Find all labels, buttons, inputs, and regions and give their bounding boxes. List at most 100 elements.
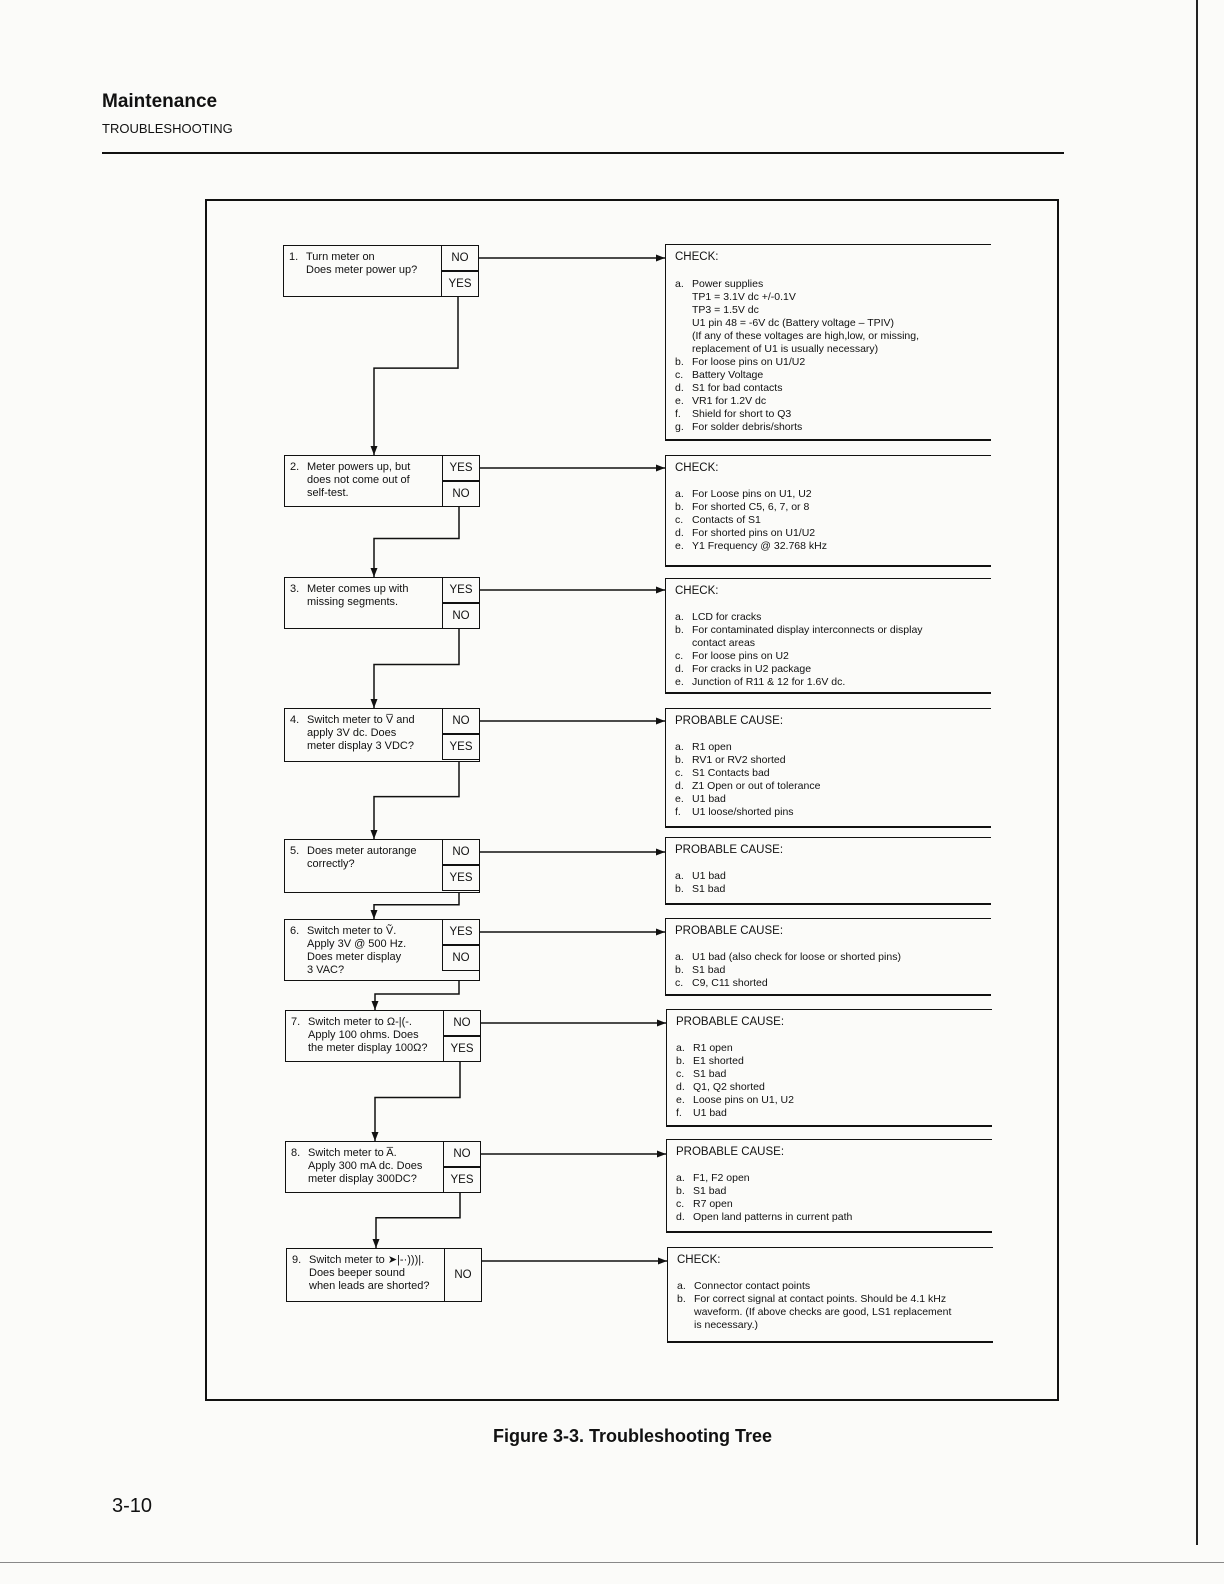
check-item: e.U1 bad xyxy=(675,793,820,806)
answer-no: NO xyxy=(443,1010,481,1036)
item-letter: f. xyxy=(675,806,681,818)
item-text: U1 bad xyxy=(692,793,726,805)
check-item: d.For cracks in U2 package xyxy=(675,663,923,676)
item-letter: a. xyxy=(675,870,684,882)
item-letter: b. xyxy=(675,883,684,895)
item-text: For shorted C5, 6, 7, or 8 xyxy=(692,501,810,513)
check-item: c.Contacts of S1 xyxy=(675,514,827,527)
question-body: Switch meter to Ṽ. Apply 3V @ 500 Hz. Do… xyxy=(307,925,407,976)
flowchart-connectors xyxy=(370,254,667,1265)
item-text: S1 Contacts bad xyxy=(692,767,770,779)
check-heading: PROBABLE CAUSE: xyxy=(676,1146,785,1158)
arrowhead-right xyxy=(656,848,665,856)
check-item: d.S1 for bad contacts xyxy=(675,382,919,395)
item-text: C9, C11 shorted xyxy=(692,977,768,989)
arrowhead-down xyxy=(370,568,378,577)
connector-to-next xyxy=(375,1193,461,1248)
check-item: b. RV1 or RV2 shorted xyxy=(675,754,820,767)
page-bottom-rule xyxy=(0,1562,1224,1563)
check-item: e.Junction of R11 & 12 for 1.6V dc. xyxy=(675,676,923,689)
page-number: 3-10 xyxy=(112,1495,153,1517)
answer-yes: YES xyxy=(441,271,479,297)
question-body: Turn meter on Does meter power up? xyxy=(306,251,418,276)
item-text: U1 bad xyxy=(693,1107,727,1119)
item-text: For loose pins on U2 xyxy=(692,650,789,662)
item-letter: d. xyxy=(675,780,684,792)
item-letter: c. xyxy=(675,767,684,779)
item-letter: a. xyxy=(676,1172,685,1184)
item-letter: a. xyxy=(675,951,684,963)
answer-yes: YES xyxy=(442,577,480,603)
step-number: 2. xyxy=(290,461,300,473)
item-text: VR1 for 1.2V dc xyxy=(692,395,767,407)
item-text: Q1, Q2 shorted xyxy=(693,1081,765,1093)
item-letter: b. xyxy=(675,754,684,766)
item-text: Open land patterns in current path xyxy=(693,1211,853,1223)
check-item: e.Y1 Frequency @ 32.768 kHz xyxy=(675,540,827,553)
item-letter: b. xyxy=(675,501,684,513)
check-item: b.S1 bad xyxy=(675,883,726,896)
check-item: f. U1 loose/shorted pins xyxy=(675,806,820,819)
item-text: U1 loose/shorted pins xyxy=(692,806,794,818)
check-heading: PROBABLE CAUSE: xyxy=(676,1016,785,1028)
item-text: R7 open xyxy=(693,1198,733,1210)
arrowhead-right xyxy=(656,717,665,725)
check-item: c.S1 bad xyxy=(676,1068,794,1081)
check-heading: CHECK: xyxy=(677,1254,721,1266)
item-letter: a. xyxy=(676,1042,685,1054)
item-letter: e. xyxy=(675,676,684,688)
check-item: a.For Loose pins on U1, U2 xyxy=(675,488,827,501)
item-letter: e. xyxy=(676,1094,685,1106)
check-item: a.LCD for cracks xyxy=(675,611,923,624)
step-number: 1. xyxy=(289,251,299,263)
section-subtitle: TROUBLESHOOTING xyxy=(102,121,233,136)
check-heading: CHECK: xyxy=(675,585,719,597)
item-text: RV1 or RV2 shorted xyxy=(692,754,786,766)
item-letter: c. xyxy=(676,1198,685,1210)
item-letter: e. xyxy=(675,540,684,552)
item-text: R1 open xyxy=(693,1042,733,1054)
item-letter: e. xyxy=(675,395,684,407)
answer-yes: YES xyxy=(442,919,480,945)
check-item: b. For shorted C5, 6, 7, or 8 xyxy=(675,501,827,514)
question-text: 5.Does meter autorange correctly? xyxy=(290,845,416,871)
item-letter: f. xyxy=(676,1107,682,1119)
question-body: Meter powers up, but does not come out o… xyxy=(307,461,411,499)
figure-caption: Figure 3-3. Troubleshooting Tree xyxy=(493,1426,773,1446)
answer-no: NO xyxy=(442,708,480,734)
question-body: Switch meter to ➤|-·)))|. Does beeper so… xyxy=(309,1254,430,1292)
question-body: Switch meter to V̅ and apply 3V dc. Does… xyxy=(307,714,415,752)
item-text: R1 open xyxy=(692,741,732,753)
arrowhead-down xyxy=(370,910,378,919)
item-letter: b. xyxy=(675,624,684,636)
arrowhead-right xyxy=(656,586,665,594)
check-list: a.U1 bad (also check for loose or shorte… xyxy=(675,951,901,990)
arrowhead-down xyxy=(370,699,378,708)
question-text: 9.Switch meter to ➤|-·)))|. Does beeper … xyxy=(292,1254,429,1293)
step-number: 7. xyxy=(291,1016,301,1028)
step-number: 3. xyxy=(290,583,300,595)
answer-no: NO xyxy=(442,603,480,629)
check-item: a.F1, F2 open xyxy=(676,1172,852,1185)
question-text: 2. Meter powers up, but does not come out… xyxy=(290,461,410,500)
connector-to-next xyxy=(373,629,460,708)
connector-to-next xyxy=(373,297,459,455)
check-box-1: CHECK:a.Power supplies TP1 = 3.1V dc +/-… xyxy=(665,244,991,441)
item-text: S1 bad xyxy=(692,964,726,976)
item-text: E1 shorted xyxy=(693,1055,744,1067)
item-letter: g. xyxy=(675,421,684,433)
item-letter: d. xyxy=(676,1081,685,1093)
item-text: For shorted pins on U1/U2 xyxy=(692,527,816,539)
item-letter: c. xyxy=(676,1068,685,1080)
check-item: c. S1 Contacts bad xyxy=(675,767,820,780)
item-text: Loose pins on U1, U2 xyxy=(693,1094,794,1106)
check-item: c. R7 open xyxy=(676,1198,852,1211)
item-letter: b. xyxy=(675,964,684,976)
item-text: Shield for short to Q3 xyxy=(692,408,792,420)
item-letter: b. xyxy=(676,1055,685,1067)
